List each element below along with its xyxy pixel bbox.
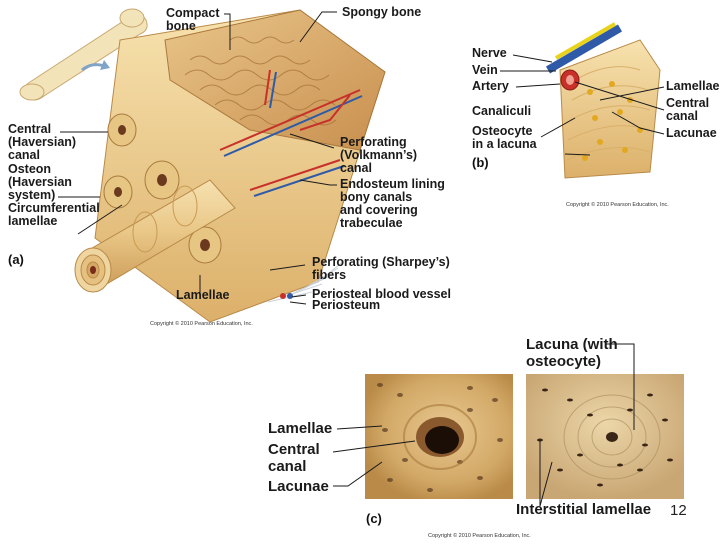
label-central-canal-c: Central canal [268,441,320,475]
label-spongy-bone: Spongy bone [342,5,422,19]
label-osteocyte: Osteocyte in a lacuna [472,124,537,151]
label-circumferential-lamellae: Circumferential lamellae [8,201,100,228]
label-perforating-canal: Perforating (Volkmann’s) canal [340,135,418,175]
label-lamellae-c: Lamellae [268,420,333,437]
panel-a-illustration [19,8,386,323]
label-nerve: Nerve [472,46,507,60]
label-artery: Artery [472,79,509,93]
panel-a-tag: (a) [8,252,24,267]
label-osteon: Osteon (Haversian system) [8,162,72,202]
label-lacunae-b: Lacunae [666,126,717,140]
panel-b-leaders [500,54,665,156]
label-lacunae-c: Lacunae [268,478,329,495]
nerve-tube [555,22,616,60]
label-sharpey-fibers: Perforating (Sharpey’s) fibers [312,255,450,282]
label-lacuna-osteocyte: Lacuna (with osteocyte) [526,336,618,370]
osteon-cross-sections [103,113,222,264]
label-vein: Vein [472,63,498,77]
panel-b-tag: (b) [472,155,489,170]
label-compact-bone: Compact bone [166,6,220,33]
label-central-canal-b: Central canal [666,96,710,123]
panel-c-micrograph-right [526,374,684,499]
label-interstitial-lamellae: Interstitial lamellae [516,501,652,518]
copyright-c: Copyright © 2010 Pearson Education, Inc. [428,533,531,539]
label-canaliculi: Canaliculi [472,104,532,118]
label-lamellae-a: Lamellae [176,288,230,302]
panel-c-tag: (c) [366,511,382,526]
copyright-a: Copyright © 2010 Pearson Education, Inc. [150,321,253,327]
label-central-canal-a: Central (Haversian) canal [8,122,77,162]
femur-icon [19,8,148,101]
panel-b-illustration [545,22,661,179]
label-periosteal-vessel: Periosteal blood vessel [312,287,451,301]
vessels [219,69,363,197]
periosteum-fibers [267,259,346,303]
label-periosteum: Periosteum [312,298,381,312]
vein-tube [545,24,623,74]
panel-c-micrograph-left [365,374,513,499]
label-lamellae-b: Lamellae [666,79,720,93]
page-number: 12 [670,502,687,519]
label-endosteum: Endosteum lining bony canals and coverin… [340,177,445,230]
periosteal-vessel-dot [280,293,286,299]
osteon-cylinder [74,179,236,293]
copyright-b: Copyright © 2010 Pearson Education, Inc. [566,202,669,208]
panel-a-leaders [58,11,337,305]
panel-c-leaders [332,343,635,507]
